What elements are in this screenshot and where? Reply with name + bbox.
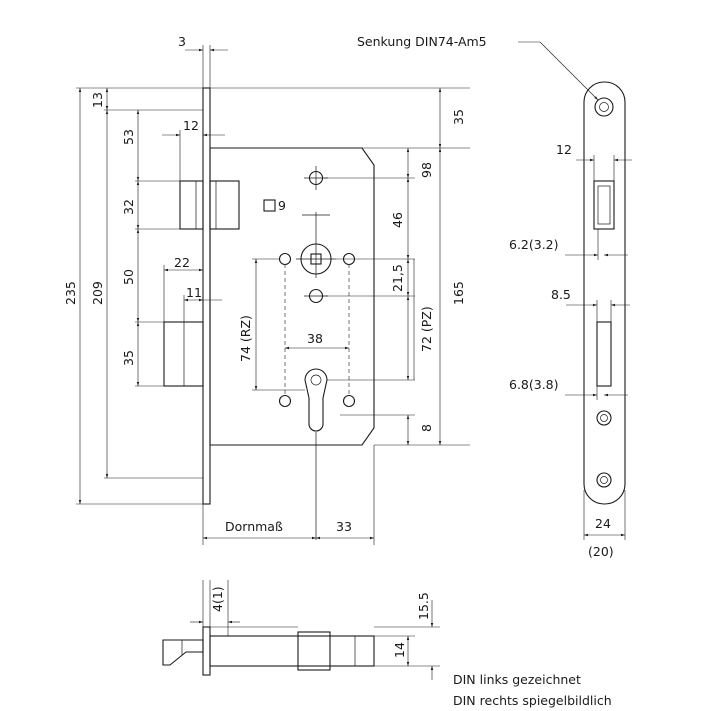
faceplate xyxy=(202,87,211,505)
dim-12-latch: 12 xyxy=(183,118,199,133)
dim-35-right: 35 xyxy=(451,109,466,125)
dim-4-1: 4(1) xyxy=(210,586,225,612)
square-size-label: 9 xyxy=(278,198,286,213)
note-din-right: DIN rechts spiegelbildlich xyxy=(453,693,612,708)
front-view: 9 3 235 13 209 53 32 50 xyxy=(63,34,470,545)
faceplate-screw-top xyxy=(594,97,614,117)
square-spindle-symbol xyxy=(263,199,276,212)
dim-6-8: 6.8(3.8) xyxy=(509,377,559,392)
dim-20: (20) xyxy=(588,544,614,559)
dim-12-side: 12 xyxy=(556,142,572,157)
bottom-view: 4(1) 15.5 14 xyxy=(162,580,440,680)
dim-209: 209 xyxy=(90,281,105,305)
dim-72-pz: 72 (PZ) xyxy=(419,306,434,352)
dim-53: 53 xyxy=(121,129,136,145)
latch-window xyxy=(593,180,615,230)
latch-bolt xyxy=(179,180,204,230)
note-din-left: DIN links gezeichnet xyxy=(453,672,581,687)
dim-11: 11 xyxy=(186,285,202,300)
dim-38: 38 xyxy=(307,331,323,346)
dim-21-5: 21,5 xyxy=(390,264,405,292)
side-view: Senkung DIN74-Am5 12 6.2(3.2) 8.5 6.8(3.… xyxy=(357,34,632,559)
dim-32: 32 xyxy=(121,199,136,215)
dim-50: 50 xyxy=(121,269,136,285)
dim-165: 165 xyxy=(451,281,466,305)
dead-bolt xyxy=(163,321,204,387)
dim-24: 24 xyxy=(595,516,611,531)
countersink-label: Senkung DIN74-Am5 xyxy=(357,34,487,49)
dim-22: 22 xyxy=(174,255,190,270)
faceplate-screw-bottom xyxy=(596,472,612,488)
dim-98: 98 xyxy=(419,162,434,178)
dim-dornmass: Dornmaß xyxy=(225,519,283,534)
dim-33: 33 xyxy=(336,519,352,534)
faceplate-screw-middle xyxy=(596,410,612,426)
dim-14: 14 xyxy=(392,642,407,658)
dim-235: 235 xyxy=(63,281,78,305)
faceplate-bottom xyxy=(202,626,211,676)
dim-8: 8 xyxy=(419,424,434,432)
dim-13: 13 xyxy=(90,92,105,108)
dim-35-left: 35 xyxy=(121,350,136,366)
dim-15-5: 15.5 xyxy=(416,592,431,620)
dim-3: 3 xyxy=(178,34,186,49)
faceplate-side xyxy=(583,81,626,505)
latch-bolt-housing xyxy=(209,180,240,230)
deadbolt-window xyxy=(596,321,612,387)
dim-6-2: 6.2(3.2) xyxy=(509,237,559,252)
cylinder-cutout xyxy=(304,368,328,432)
case-bottom xyxy=(209,635,375,667)
dim-8-5: 8.5 xyxy=(551,287,571,302)
dim-74-rz: 74 (RZ) xyxy=(238,315,253,362)
dim-46: 46 xyxy=(390,212,405,228)
latch-tongue-bottom xyxy=(162,639,204,666)
